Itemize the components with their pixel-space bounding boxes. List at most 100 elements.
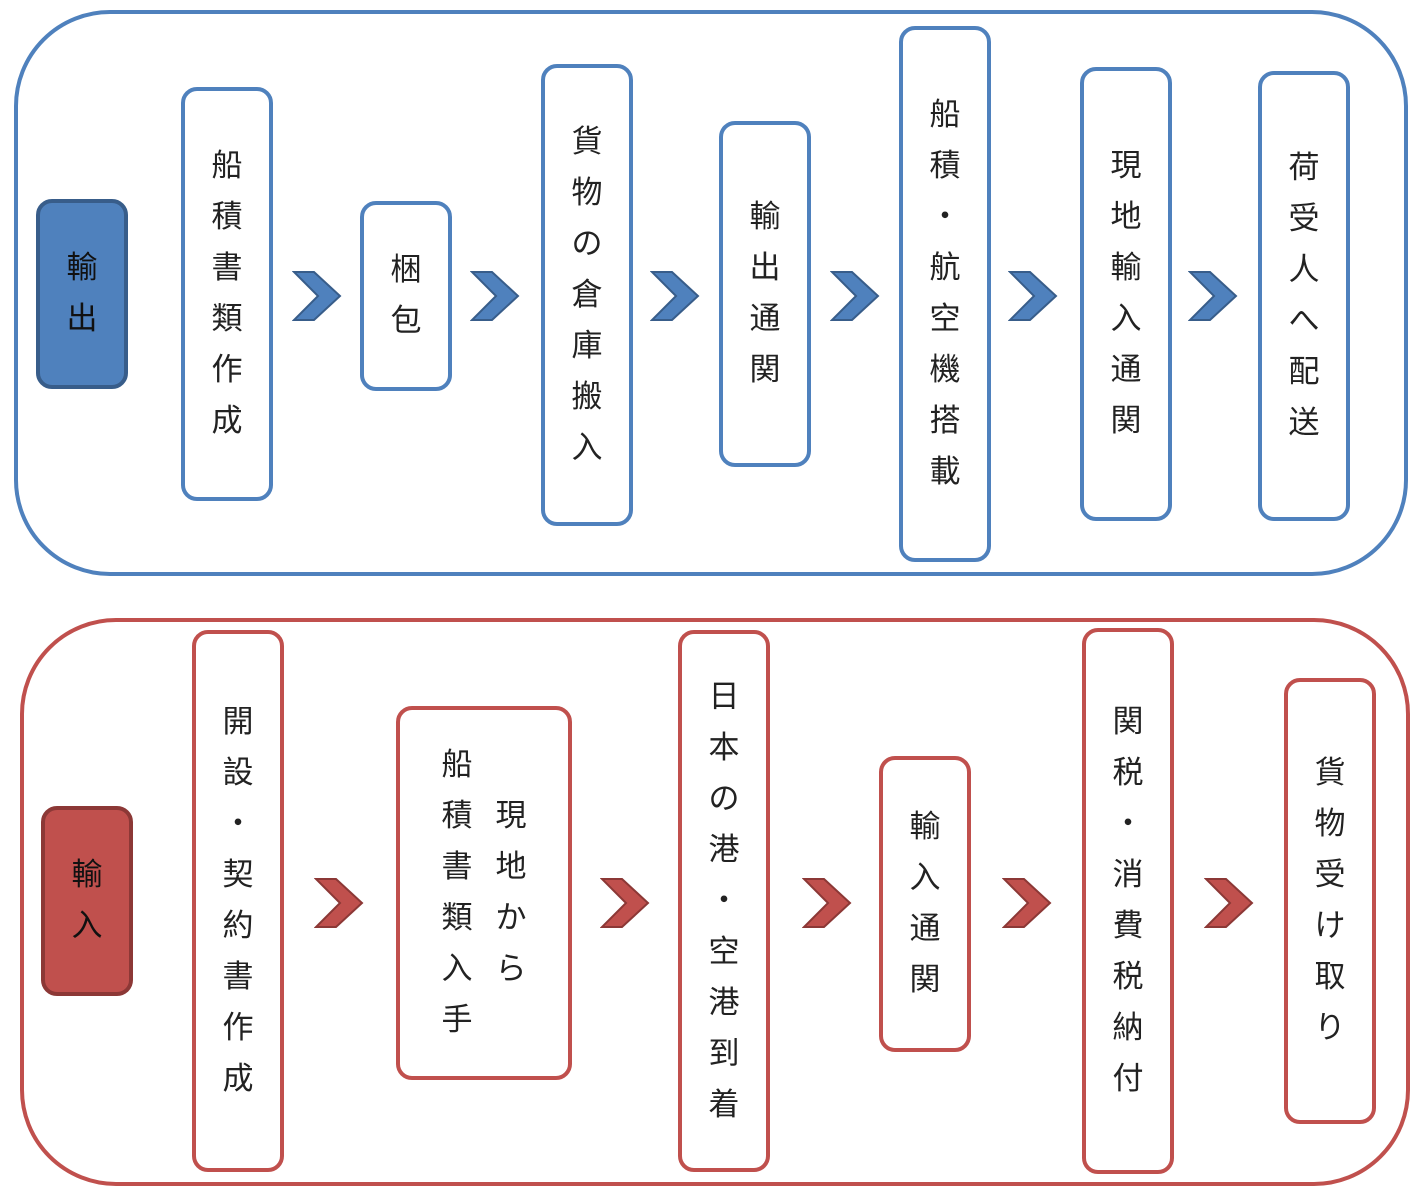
export-label-box: 輸出 [36,199,128,389]
glyph: 成 [222,1061,254,1097]
glyph: 載 [929,454,961,490]
import-step-label: 貨物受け取り [1310,748,1350,1054]
glyph: 類 [211,301,243,337]
glyph: 納 [1112,1010,1144,1046]
glyph: か [495,900,527,936]
glyph: 開 [222,704,254,740]
export-step-delivery: 荷受人へ配送 [1258,71,1350,521]
glyph: 空 [929,301,961,337]
glyph: 通 [909,911,941,947]
glyph: 入 [909,860,941,896]
chevron-right-icon [600,878,650,928]
export-step-export-customs: 輸出通関 [719,121,811,467]
glyph: 関 [1112,704,1144,740]
glyph: 日 [708,678,740,715]
chevron-right-icon [314,878,364,928]
glyph: 送 [1288,405,1320,441]
import-step-receive-documents: 現地から 船積書類入手 [396,706,572,1080]
glyph: ・ [708,882,740,919]
glyph: ・ [222,806,254,842]
glyph: 輸 [66,250,98,286]
export-step-shipping-documents: 船積書類作成 [181,87,273,501]
glyph: ら [495,951,527,987]
export-step-label: 現地輸入通関 [1106,141,1146,447]
glyph: 取 [1314,959,1346,995]
glyph: 搬 [571,378,603,415]
chevron-right-icon [1002,878,1052,928]
import-step-arrival: 日本の港・空港到着 [678,630,770,1172]
glyph: 輸 [749,199,781,235]
glyph: 出 [749,250,781,286]
import-step-label: 開設・契約書作成 [218,697,258,1105]
glyph: の [571,225,603,262]
glyph: 作 [222,1010,254,1046]
glyph: 作 [211,352,243,388]
import-step-label: 関税・消費税納付 [1108,697,1148,1105]
glyph: 現 [495,798,527,834]
glyph: 包 [390,303,422,339]
glyph: け [1314,908,1346,944]
export-label: 輸出 [62,243,102,345]
glyph: 地 [495,849,527,885]
glyph: 税 [1112,959,1144,995]
chevron-right-icon [470,271,520,321]
glyph: 倉 [571,276,603,313]
glyph: 輸 [909,809,941,845]
glyph: 地 [1110,199,1142,235]
glyph: 手 [441,1002,473,1038]
export-step-packing: 梱包 [360,201,452,391]
glyph: 関 [1110,403,1142,439]
import-label-box: 輸入 [41,806,133,996]
import-step-import-customs: 輸入通関 [879,756,971,1052]
chevron-right-icon [830,271,880,321]
export-step-local-import-customs: 現地輸入通関 [1080,67,1172,521]
glyph: 税 [1112,755,1144,791]
import-step-contract: 開設・契約書作成 [192,630,284,1172]
glyph: 貨 [571,123,603,160]
glyph: 機 [929,352,961,388]
chevron-right-icon [1188,271,1238,321]
glyph: 受 [1288,201,1320,237]
import-step-label: 輸入通関 [905,802,945,1006]
glyph: 書 [441,849,473,885]
glyph: り [1314,1010,1346,1046]
glyph: 消 [1112,857,1144,893]
glyph: 船 [211,148,243,184]
glyph: 梱 [390,252,422,288]
glyph: 到 [708,1035,740,1072]
export-step-loading: 船積・航空機搭載 [899,26,991,562]
glyph: の [708,780,740,817]
glyph: 積 [441,798,473,834]
glyph: 輸 [1110,250,1142,286]
glyph: 航 [929,250,961,286]
glyph: 出 [66,301,98,337]
export-step-label: 梱包 [386,245,426,347]
chevron-right-icon [1008,271,1058,321]
glyph: 入 [571,429,603,466]
glyph: 庫 [571,327,603,364]
glyph: 書 [222,959,254,995]
export-step-label: 船積書類作成 [207,141,247,447]
glyph: 物 [1314,806,1346,842]
import-step-tax-payment: 関税・消費税納付 [1082,628,1174,1174]
import-step-receipt: 貨物受け取り [1284,678,1376,1124]
chevron-right-icon [802,878,852,928]
export-step-label: 荷受人へ配送 [1284,143,1324,449]
import-flow-panel: 輸入 開設・契約書作成 現地から 船積書類入手 日本の港・空港到着 輸入通関 関… [20,618,1410,1186]
glyph: 関 [909,962,941,998]
glyph: 通 [749,301,781,337]
glyph: 貨 [1314,755,1346,791]
import-label: 輸入 [67,850,107,952]
glyph: 成 [211,403,243,439]
glyph: 約 [222,908,254,944]
chevron-right-icon [1204,878,1254,928]
glyph: ・ [929,199,961,235]
glyph: 入 [441,951,473,987]
glyph: 船 [441,747,473,783]
chevron-right-icon [650,271,700,321]
glyph: 本 [708,729,740,766]
glyph: 類 [441,900,473,936]
glyph: 港 [708,831,740,868]
export-step-label: 船積・航空機搭載 [925,90,965,498]
glyph: 空 [708,933,740,970]
